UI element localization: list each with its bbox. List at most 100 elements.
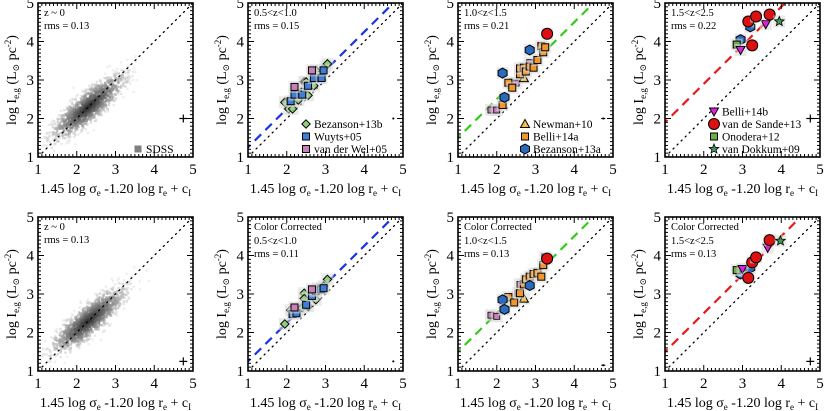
x-tick-label: 4 [361, 376, 369, 392]
axis-ticks [664, 2, 821, 158]
y-tick-label: 4 [654, 249, 662, 265]
hexagon-marker [497, 294, 508, 306]
circle-marker [763, 234, 776, 247]
y-axis-label: log Ie,g (L⊙ pc-2) [630, 35, 648, 125]
x-tick-label: 1 [244, 376, 252, 392]
x-tick-label: 4 [571, 376, 579, 392]
y-tick-label: 2 [654, 112, 662, 128]
y-tick-label: 5 [237, 210, 245, 226]
redshift-range-label: 1.0<z<1.5 [464, 8, 507, 19]
x-axis-label: 1.45 log σe -1.20 log re + cI [667, 396, 818, 411]
x-tick-label: 1 [661, 376, 669, 392]
y-axis-label: log Ie,g (L⊙ pc-2) [213, 35, 231, 125]
sdss-density-cloud [38, 55, 138, 157]
hexagon-marker [499, 303, 510, 315]
y-tick-label: 1 [27, 150, 35, 166]
square-marker [290, 82, 299, 91]
legend-item: Belli+14b [708, 107, 768, 119]
axis-ticks [247, 2, 404, 158]
square-marker [516, 289, 524, 298]
rms-label: rms = 0.22 [671, 21, 716, 32]
legend-square-icon [134, 145, 142, 153]
y-axis-label: log Ie,g (L⊙ pc-2) [423, 35, 441, 125]
x-tick-label: 5 [189, 162, 197, 178]
legend-item: van der Wel+05 [302, 144, 387, 156]
star-marker [774, 234, 787, 246]
y-tick-label: 4 [447, 249, 455, 265]
x-tick-label: 4 [151, 376, 159, 392]
star-marker [773, 15, 786, 27]
hexagon-marker [519, 143, 531, 155]
x-axis-label: 1.45 log σe -1.20 log re + cI [460, 396, 611, 411]
legend-label: Newman+10 [533, 119, 593, 131]
legend-item: Newman+10 [519, 118, 593, 131]
x-tick-label: 1 [244, 162, 252, 178]
y-tick-label: 2 [27, 112, 35, 128]
series-unlabeled-red [541, 252, 554, 265]
x-tick-label: 3 [322, 376, 330, 392]
x-tick-label: 5 [816, 376, 824, 392]
x-tick-label: 4 [778, 376, 786, 392]
rms-label: rms = 0.11 [254, 249, 299, 260]
circle-marker [746, 39, 759, 52]
y-tick-label: 1 [237, 150, 245, 166]
x-tick-label: 3 [112, 162, 120, 178]
y-tick-label: 2 [447, 112, 455, 128]
y-tick-label: 1 [654, 150, 662, 166]
series-van-der-wel-05 [288, 64, 318, 93]
square-marker [319, 66, 328, 75]
square-marker [302, 145, 310, 153]
triangle-down-marker [760, 20, 772, 30]
x-tick-label: 4 [361, 162, 369, 178]
one-to-one-line [38, 217, 193, 371]
triangle-down-marker [735, 45, 746, 56]
legend-item: Wuyts+05 [302, 132, 362, 144]
y-tick-label: 1 [27, 364, 35, 380]
x-tick-label: 2 [700, 376, 708, 392]
x-tick-label: 5 [609, 162, 617, 178]
x-tick-label: 4 [778, 162, 786, 178]
legend-label: van Dokkum+09 [722, 144, 800, 156]
series-belli-14a [496, 40, 552, 112]
one-to-one-line [458, 217, 613, 371]
x-tick-label: 3 [532, 376, 540, 392]
x-tick-label: 3 [322, 162, 330, 178]
series-van-de-sande-13 [742, 8, 776, 52]
axis-ticks [37, 2, 194, 158]
y-axis-label: log Ie,g (L⊙ pc-2) [630, 249, 648, 339]
legend-item: Onodera+12 [710, 132, 780, 144]
square-marker [302, 132, 310, 141]
rms-label: rms = 0.15 [254, 21, 299, 32]
legend-label: Bezanson+13a [533, 144, 601, 156]
legend-label: van de Sande+13 [722, 119, 802, 131]
diamond-marker [301, 119, 311, 129]
x-tick-label: 5 [816, 162, 824, 178]
plot-area [458, 3, 613, 157]
y-tick-label: 1 [447, 364, 455, 380]
square-marker [290, 303, 299, 312]
y-tick-label: 3 [654, 73, 662, 89]
x-tick-label: 2 [73, 162, 81, 178]
square-marker [537, 272, 546, 281]
circle-marker [541, 252, 554, 265]
axis-ticks [457, 2, 614, 158]
circle-marker [742, 271, 755, 284]
y-tick-label: 4 [237, 35, 245, 51]
y-tick-label: 5 [654, 0, 662, 12]
y-tick-label: 1 [237, 364, 245, 380]
plot-area [665, 3, 820, 157]
square-marker [307, 66, 316, 75]
square-marker [521, 132, 529, 141]
y-tick-label: 2 [27, 326, 35, 342]
y-tick-label: 4 [654, 35, 662, 51]
hexagon-marker [497, 67, 508, 79]
square-marker [319, 284, 328, 293]
x-tick-label: 5 [399, 162, 407, 178]
y-tick-label: 2 [237, 326, 245, 342]
plot-area [248, 217, 403, 371]
series-van-dokkum-09 [774, 234, 787, 247]
